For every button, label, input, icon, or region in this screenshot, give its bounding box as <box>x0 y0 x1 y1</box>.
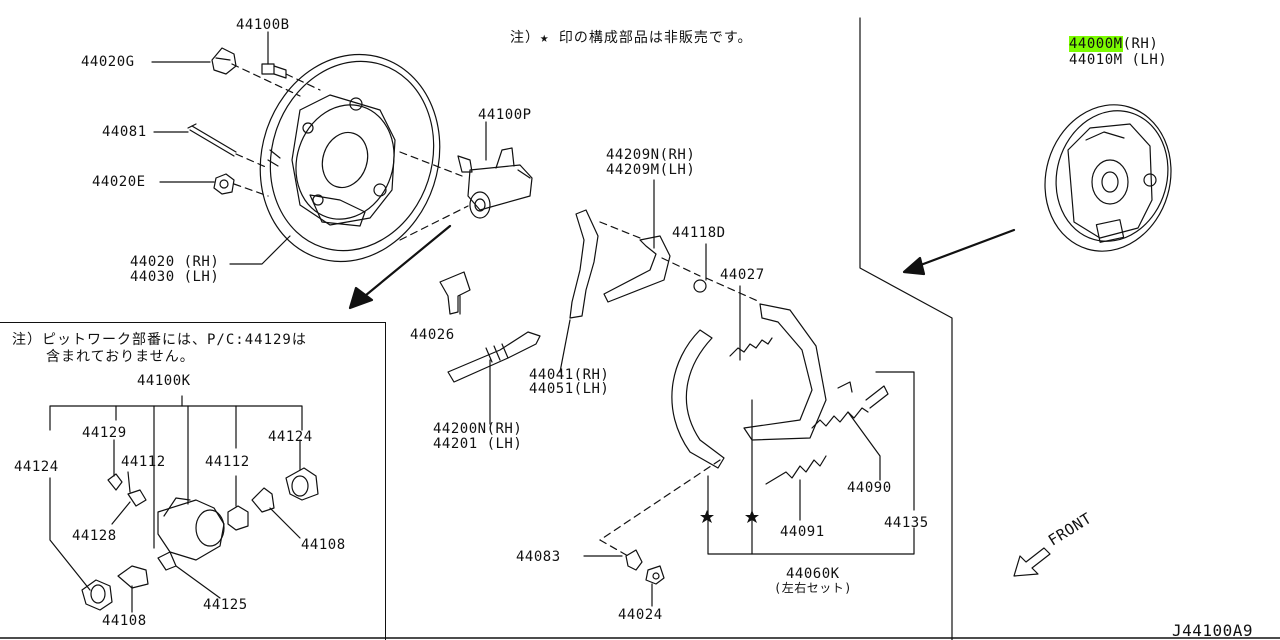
part-label-44135[interactable]: 44135 <box>884 515 929 531</box>
part-label-44060k[interactable]: 44060K <box>786 566 840 582</box>
part-label-44209n[interactable]: 44209N(RH) <box>606 147 696 163</box>
part-label-44124-right[interactable]: 44124 <box>268 429 313 445</box>
part-label-44125[interactable]: 44125 <box>203 597 248 613</box>
part-number-44000m[interactable]: 44000M <box>1069 36 1123 52</box>
part-label-44100k[interactable]: 44100K <box>137 373 191 389</box>
part-label-44108-left[interactable]: 44108 <box>102 613 147 629</box>
part-label-44020[interactable]: 44020 (RH) <box>130 254 220 270</box>
bottom-small-parts <box>625 549 665 585</box>
part-label-44060k-sub: (左右セット) <box>774 581 852 595</box>
part-label-44200n[interactable]: 44200N(RH) <box>433 421 523 437</box>
inset-kit-drawing <box>49 395 319 613</box>
part-side-44000m: (RH) <box>1122 36 1159 52</box>
part-label-44081[interactable]: 44081 <box>102 124 147 140</box>
part-label-44024[interactable]: 44024 <box>618 607 663 623</box>
brake-assembly-drawing <box>1044 104 1172 252</box>
section-dividers <box>0 17 1280 640</box>
leader-lines <box>151 31 915 607</box>
part-label-44201[interactable]: 44201 (LH) <box>433 436 523 452</box>
backing-plate-drawing <box>259 53 441 263</box>
inset-note-line2: 含まれておりません。 <box>46 349 195 365</box>
part-label-44090[interactable]: 44090 <box>847 480 892 496</box>
part-label-44108-right[interactable]: 44108 <box>301 537 346 553</box>
part-label-44209m[interactable]: 44209M(LH) <box>606 162 696 178</box>
part-label-44051[interactable]: 44051(LH) <box>529 381 610 397</box>
part-label-44112-a[interactable]: 44112 <box>121 454 166 470</box>
front-arrow <box>1013 547 1051 577</box>
inset-note-line1: 注）ピットワーク部番には、P/C:44129は <box>12 332 307 348</box>
part-label-44000m[interactable]: 44000M(RH) <box>1069 36 1159 52</box>
part-label-44020g[interactable]: 44020G <box>81 54 135 70</box>
part-label-44100p[interactable]: 44100P <box>478 107 532 123</box>
part-label-44124-left[interactable]: 44124 <box>14 459 59 475</box>
part-label-44030[interactable]: 44030 (LH) <box>130 269 220 285</box>
note-not-for-sale: 注）★ 印の構成部品は非販売です。 <box>510 30 753 46</box>
part-label-44041[interactable]: 44041(RH) <box>529 367 610 383</box>
part-label-44026[interactable]: 44026 <box>410 327 455 343</box>
brake-shoes-drawing <box>671 303 889 485</box>
part-label-44020e[interactable]: 44020E <box>92 174 146 190</box>
part-label-44129[interactable]: 44129 <box>82 425 127 441</box>
diagram-code: J44100A9 <box>1172 621 1254 640</box>
direction-arrows <box>348 224 1016 310</box>
lever-strut-adjuster-drawing <box>447 209 707 383</box>
part-label-44027[interactable]: 44027 <box>720 267 765 283</box>
part-label-44091[interactable]: 44091 <box>780 524 825 540</box>
part-label-44118d[interactable]: 44118D <box>672 225 726 241</box>
non-sale-star-markers <box>700 510 759 523</box>
part-label-44010m[interactable]: 44010M (LH) <box>1069 52 1168 68</box>
part-label-44112-b[interactable]: 44112 <box>205 454 250 470</box>
upper-left-small-parts <box>187 47 471 315</box>
part-label-44128[interactable]: 44128 <box>72 528 117 544</box>
part-label-44100b[interactable]: 44100B <box>236 17 290 33</box>
part-label-44083[interactable]: 44083 <box>516 549 561 565</box>
wheel-cylinder-drawing <box>457 147 533 219</box>
inset-kit-panel <box>0 322 386 640</box>
